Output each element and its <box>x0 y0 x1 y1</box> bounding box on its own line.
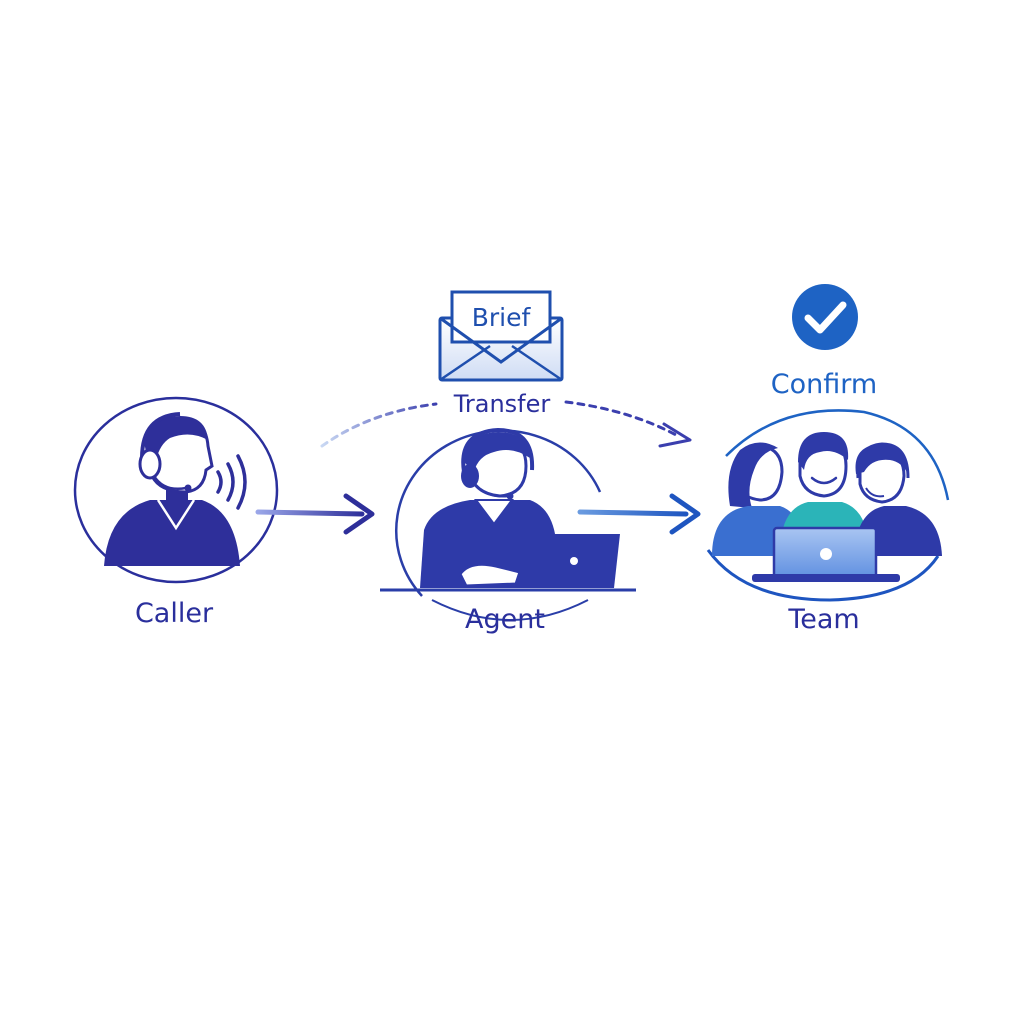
transfer-label: Transfer <box>453 390 551 418</box>
checkmark-icon <box>792 284 858 350</box>
arrow-caller-to-agent <box>255 493 375 535</box>
caller-circle <box>73 396 279 584</box>
team-node: Team <box>706 409 950 635</box>
caller-person-icon <box>104 412 240 566</box>
team-label: Team <box>787 604 859 635</box>
confirm-node: Confirm <box>771 284 877 400</box>
brief-envelope-icon: Brief <box>438 290 564 382</box>
agent-label: Agent <box>465 604 545 635</box>
agent-person-icon <box>420 427 560 588</box>
sound-waves-icon <box>216 454 247 510</box>
agent-circle <box>394 429 602 597</box>
team-laptop-icon <box>752 526 900 582</box>
team-circle-top <box>725 409 950 501</box>
caller-label: Caller <box>135 598 214 629</box>
laptop-icon <box>380 534 636 592</box>
arrow-agent-to-team <box>577 493 701 535</box>
caller-node: Caller <box>73 396 279 629</box>
brief-label: Brief <box>472 303 532 332</box>
agent-node: Agent <box>380 427 636 635</box>
confirm-label: Confirm <box>771 369 877 400</box>
transfer-dashed-arrow: Transfer <box>320 390 692 448</box>
team-circle-bottom <box>706 549 940 602</box>
